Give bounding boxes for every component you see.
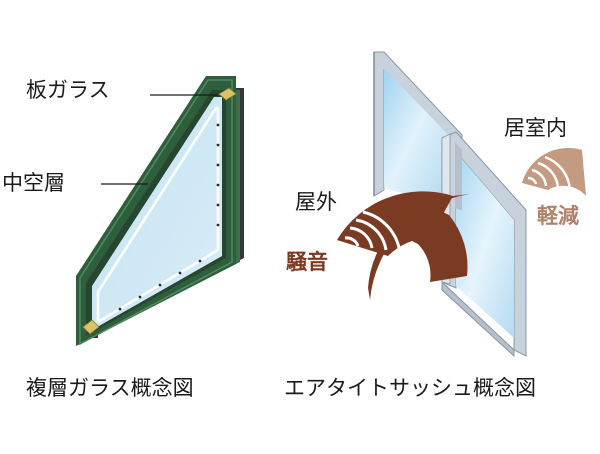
spacer-block-bottom: [82, 319, 100, 335]
label-reduced: 軽減: [537, 204, 579, 228]
spacer-line: [96, 106, 220, 324]
double-glass-illustration: [76, 76, 244, 346]
label-indoor: 居室内: [504, 116, 567, 140]
air-layer-glass: [92, 97, 222, 330]
label-glass: 板ガラス: [26, 78, 110, 102]
noise-wave-strong: [337, 191, 470, 300]
front-sash-glass: [456, 152, 514, 338]
label-air-layer: 中空層: [2, 171, 65, 195]
spacer-dots: [118, 123, 220, 311]
caption-airtight-sash: エアタイトサッシュ概念図: [284, 376, 536, 400]
caption-double-glass: 複層ガラス概念図: [26, 376, 194, 400]
label-outdoor: 屋外: [295, 190, 337, 214]
spacer-block-top: [218, 87, 237, 101]
front-pane-outline: [79, 79, 233, 346]
noise-wave-weak: [522, 147, 586, 196]
label-noise: 騒音: [286, 250, 328, 274]
back-sash-glass: [384, 68, 455, 208]
